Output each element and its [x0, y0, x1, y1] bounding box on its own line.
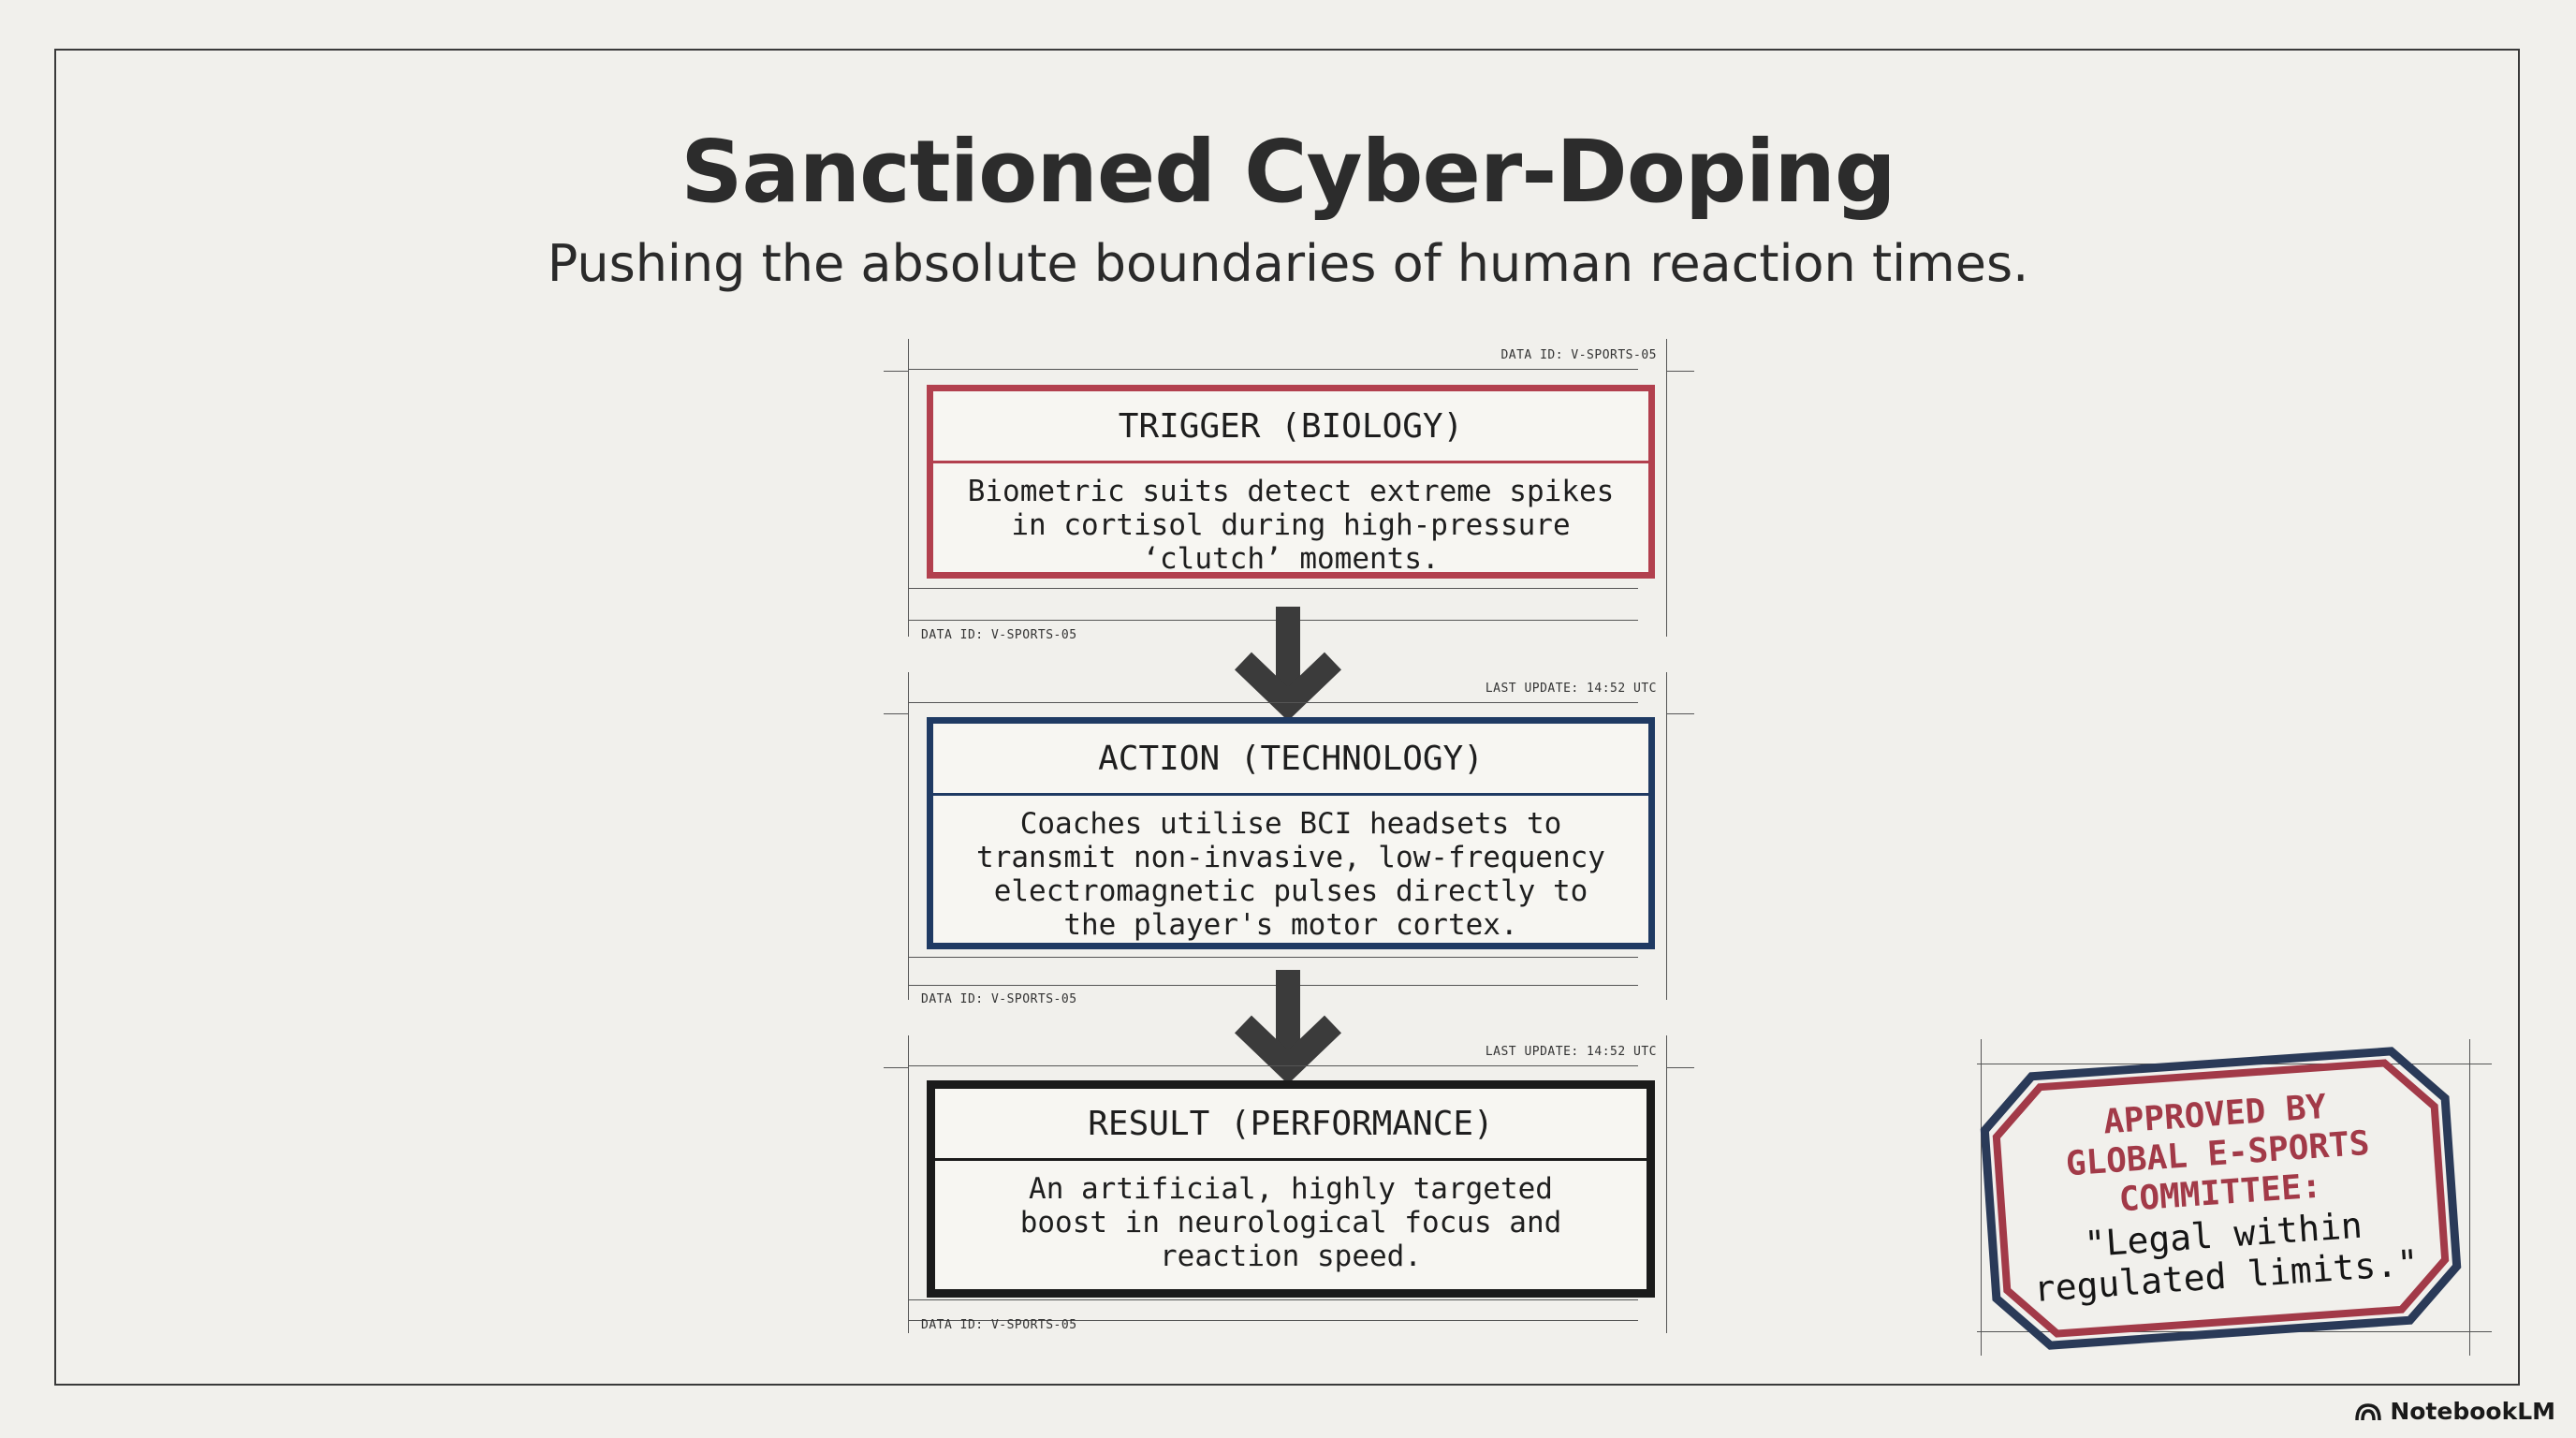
step-panel-result: LAST UPDATE: 14:52 UTC DATA ID: V-SPORTS… [884, 1035, 1694, 1341]
step-box-result: RESULT (PERFORMANCE) An artificial, high… [927, 1080, 1655, 1298]
meta-bottom: DATA ID: V-SPORTS-05 [921, 1318, 1077, 1332]
notebooklm-logo-icon [2355, 1402, 2382, 1420]
meta-top: DATA ID: V-SPORTS-05 [1500, 348, 1657, 362]
slide-subtitle: Pushing the absolute boundaries of human… [547, 234, 2029, 293]
approval-stamp: APPROVED BY GLOBAL E-SPORTS COMMITTEE: "… [1958, 1039, 2492, 1362]
logo-text: NotebookLM [2390, 1398, 2555, 1425]
meta-top: LAST UPDATE: 14:52 UTC [1485, 682, 1657, 696]
stamp-border-icon [1980, 1047, 2462, 1350]
step-body: Biometric suits detect extreme spikes in… [967, 475, 1615, 576]
meta-bottom: DATA ID: V-SPORTS-05 [921, 628, 1077, 642]
step-panel-trigger: DATA ID: V-SPORTS-05 DATA ID: V-SPORTS-0… [884, 339, 1694, 642]
step-body: Coaches utilise BCI headsets to transmit… [976, 807, 1605, 942]
meta-top: LAST UPDATE: 14:52 UTC [1485, 1045, 1657, 1059]
stamp-badge: APPROVED BY GLOBAL E-SPORTS COMMITTEE: "… [1975, 1042, 2466, 1355]
meta-bottom: DATA ID: V-SPORTS-05 [921, 992, 1077, 1006]
slide-title: Sanctioned Cyber-Doping [681, 122, 1895, 222]
arrow-down-icon [1235, 607, 1341, 717]
step-heading: ACTION (TECHNOLOGY) [933, 724, 1648, 796]
slide-frame [54, 49, 2520, 1386]
step-panel-action: LAST UPDATE: 14:52 UTC DATA ID: V-SPORTS… [884, 672, 1694, 1007]
step-heading: RESULT (PERFORMANCE) [935, 1089, 1647, 1161]
step-body: An artificial, highly targeted boost in … [1019, 1172, 1562, 1273]
step-box-action: ACTION (TECHNOLOGY) Coaches utilise BCI … [927, 717, 1655, 949]
arrow-down-icon [1235, 970, 1341, 1080]
step-heading: TRIGGER (BIOLOGY) [933, 391, 1648, 463]
notebooklm-logo: NotebookLM [2354, 1398, 2555, 1425]
step-box-trigger: TRIGGER (BIOLOGY) Biometric suits detect… [927, 385, 1655, 579]
